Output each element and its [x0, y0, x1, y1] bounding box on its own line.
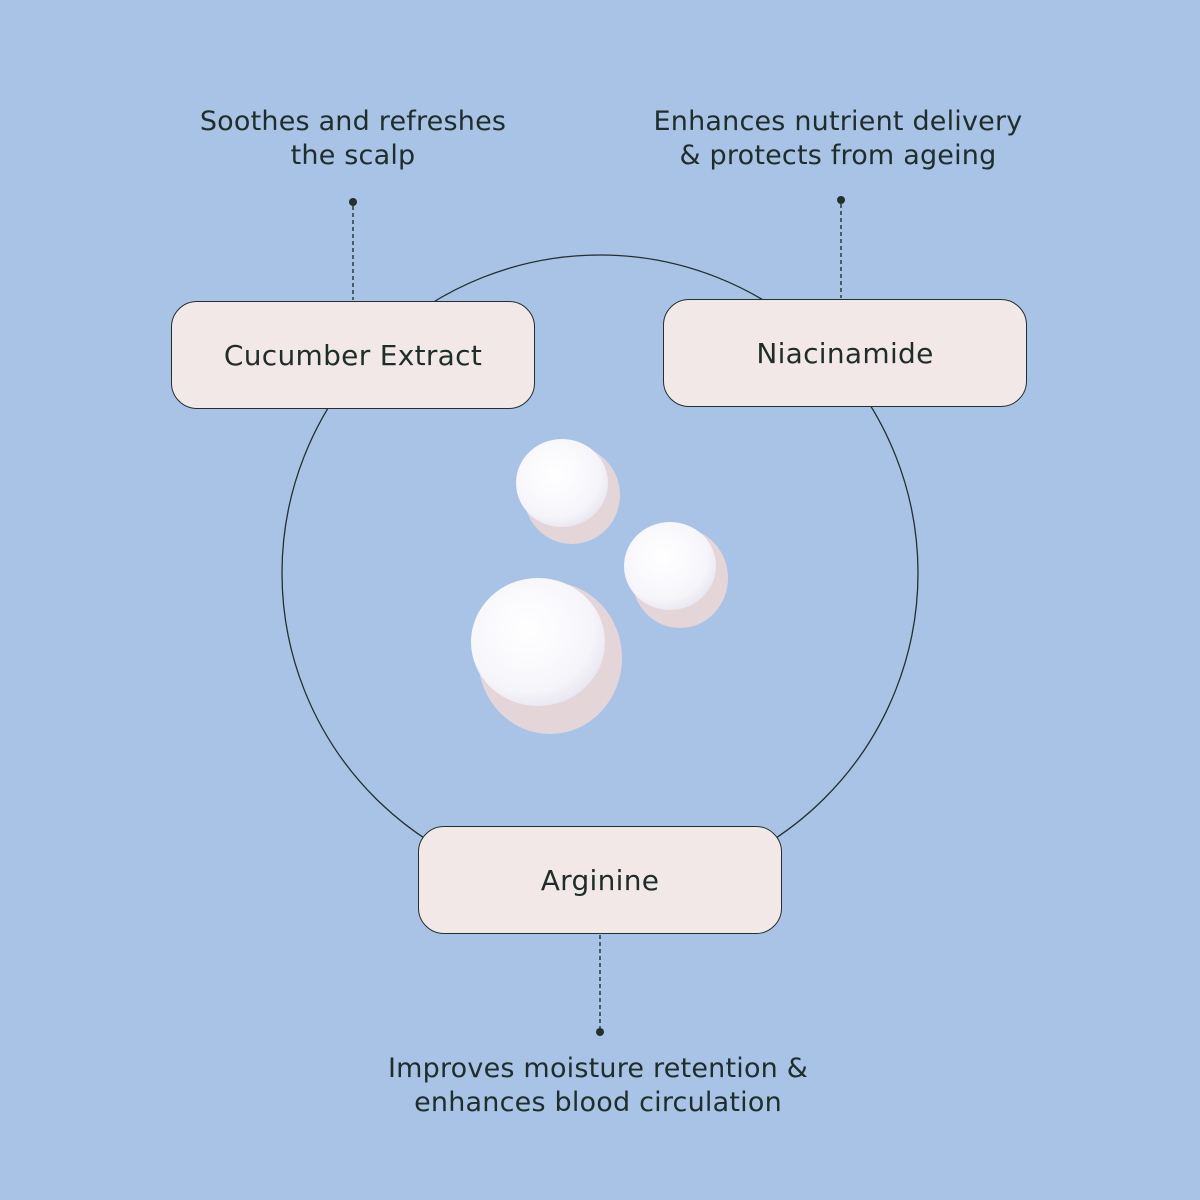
ingredient-box-cucumber: Cucumber Extract — [171, 301, 535, 409]
ingredient-name: Niacinamide — [756, 336, 934, 370]
benefit-caption-line: Enhances nutrient delivery — [653, 106, 1023, 137]
connector-dot-niacinamide — [837, 196, 845, 204]
connector-dot-cucumber — [349, 198, 357, 206]
benefit-caption-arginine: Improves moisture retention & enhances b… — [368, 1052, 828, 1120]
ingredient-box-niacinamide: Niacinamide — [663, 299, 1027, 407]
benefit-caption-cucumber: Soothes and refreshes the scalp — [153, 105, 553, 173]
benefit-caption-line: Soothes and refreshes — [199, 106, 507, 137]
connector-dot-arginine — [596, 1028, 604, 1036]
benefit-caption-line: the scalp — [290, 140, 416, 171]
pill-large — [471, 578, 622, 734]
benefit-caption-line: & protects from ageing — [679, 140, 997, 171]
pill-top-left — [516, 439, 620, 544]
ingredient-box-arginine: Arginine — [418, 826, 782, 934]
pill-right — [624, 522, 728, 628]
benefit-caption-niacinamide: Enhances nutrient delivery & protects fr… — [618, 105, 1058, 173]
ingredient-name: Arginine — [540, 863, 660, 897]
benefit-caption-line: enhances blood circulation — [414, 1087, 782, 1118]
benefit-caption-line: Improves moisture retention & — [387, 1053, 809, 1084]
ingredient-name: Cucumber Extract — [223, 338, 483, 372]
